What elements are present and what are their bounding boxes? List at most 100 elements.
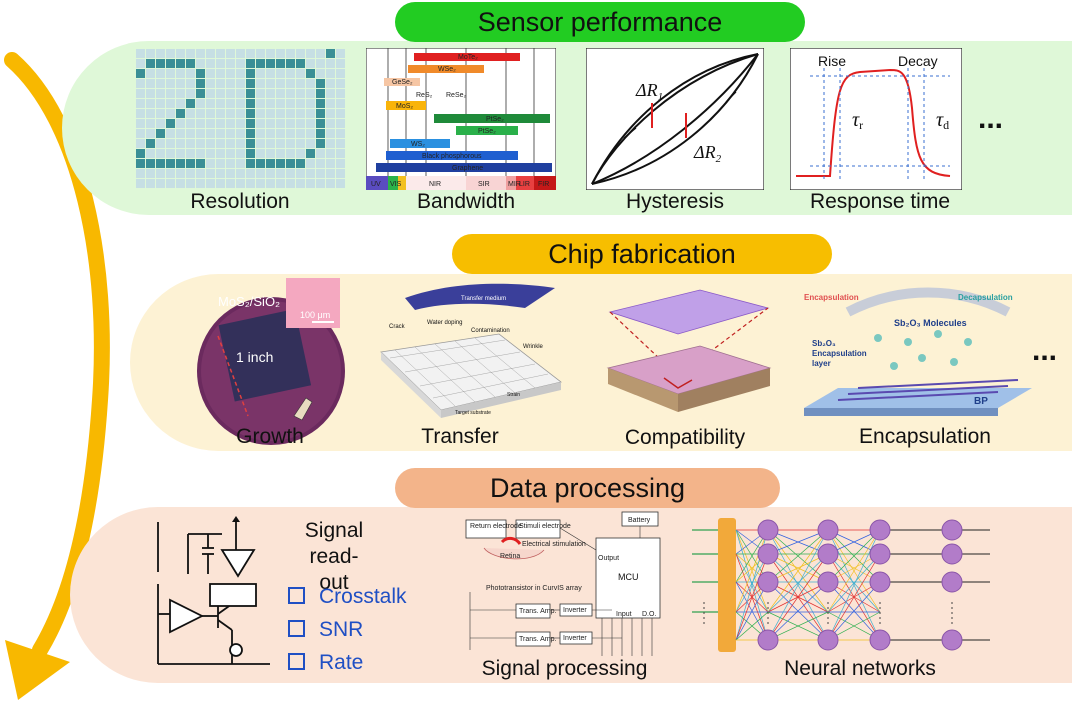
pixel [176, 79, 185, 88]
pixel [166, 69, 175, 78]
pixel [236, 59, 245, 68]
caption-response-time: Response time [809, 190, 951, 213]
pixel [336, 139, 345, 148]
connection [827, 553, 881, 641]
pixel [336, 99, 345, 108]
pixel [166, 169, 175, 178]
pixel [226, 149, 235, 158]
pixel [166, 129, 175, 138]
pixel [226, 159, 235, 168]
pixel [326, 149, 335, 158]
pixel [186, 69, 195, 78]
pixel [196, 129, 205, 138]
pixel [216, 129, 225, 138]
pixel [286, 139, 295, 148]
pixel [326, 139, 335, 148]
caption-hysteresis: Hysteresis [625, 190, 725, 213]
pixel [136, 89, 145, 98]
pixel [276, 129, 285, 138]
pixel [196, 149, 205, 158]
pixel [186, 179, 195, 188]
pixel [336, 79, 345, 88]
pixel [266, 59, 275, 68]
pixel [146, 169, 155, 178]
svg-text:Target substrate: Target substrate [455, 410, 491, 416]
checklist-crosstalk-label: Crosstalk [319, 585, 407, 608]
hysteresis-plot: ΔR1 ΔR2 [586, 48, 764, 190]
pixel [196, 119, 205, 128]
connection [767, 553, 829, 583]
pixel [236, 159, 245, 168]
pixel [296, 109, 305, 118]
pixel [336, 169, 345, 178]
pixel [306, 149, 315, 158]
pixel [336, 119, 345, 128]
pixel [326, 179, 335, 188]
pixel [246, 149, 255, 158]
pixel [286, 149, 295, 158]
readout-title-line2: read-out [309, 545, 359, 594]
pixel [266, 49, 275, 58]
compatibility-illustration [606, 289, 772, 412]
pixel [206, 129, 215, 138]
pixel [196, 99, 205, 108]
pixel [196, 89, 205, 98]
pixel [146, 119, 155, 128]
svg-text:D.O.: D.O. [642, 611, 656, 618]
pixel [226, 139, 235, 148]
svg-text:ΔR2: ΔR2 [693, 142, 722, 165]
pixel [156, 129, 165, 138]
pixel [236, 179, 245, 188]
pixel [246, 69, 255, 78]
pixel [236, 119, 245, 128]
pixel [336, 149, 345, 158]
svg-text:Crack: Crack [389, 324, 406, 330]
pixel [176, 109, 185, 118]
pixel [286, 169, 295, 178]
pixel [156, 69, 165, 78]
connection [767, 529, 829, 613]
pixel [316, 49, 325, 58]
pixel [216, 169, 225, 178]
connection [735, 529, 769, 613]
pixel [206, 89, 215, 98]
pixel [306, 169, 315, 178]
neuron [941, 571, 963, 593]
pixel [236, 89, 245, 98]
pixel [266, 129, 275, 138]
pixel [316, 149, 325, 158]
svg-text:ΔR1: ΔR1 [635, 80, 663, 103]
pixel [186, 79, 195, 88]
pixel [136, 69, 145, 78]
pixel [286, 59, 295, 68]
svg-text:τr: τr [852, 109, 863, 132]
pixel [156, 49, 165, 58]
pixel [236, 49, 245, 58]
pixel [176, 179, 185, 188]
svg-text:Inverter: Inverter [563, 635, 587, 642]
pixel [306, 59, 315, 68]
pixel [306, 129, 315, 138]
pixel [296, 119, 305, 128]
pixel [256, 179, 265, 188]
pixel [306, 159, 315, 168]
pixel [286, 159, 295, 168]
svg-text:MoS₂/SiO₂: MoS₂/SiO₂ [218, 294, 280, 309]
svg-text:Sb₂O₃: Sb₂O₃ [812, 339, 836, 348]
pixel [236, 99, 245, 108]
neuron [757, 629, 779, 651]
pixel [266, 169, 275, 178]
pixel [336, 159, 345, 168]
pixel [196, 109, 205, 118]
svg-text:Contamination: Contamination [471, 328, 510, 334]
svg-text:Encapsulation: Encapsulation [804, 293, 859, 302]
pixel [186, 109, 195, 118]
neuron [757, 571, 779, 593]
pixel [286, 99, 295, 108]
pixel [186, 169, 195, 178]
connection [735, 553, 769, 613]
pixel [226, 69, 235, 78]
pixel [316, 129, 325, 138]
pixel [136, 59, 145, 68]
svg-text:ReSe₂: ReSe₂ [446, 92, 467, 99]
